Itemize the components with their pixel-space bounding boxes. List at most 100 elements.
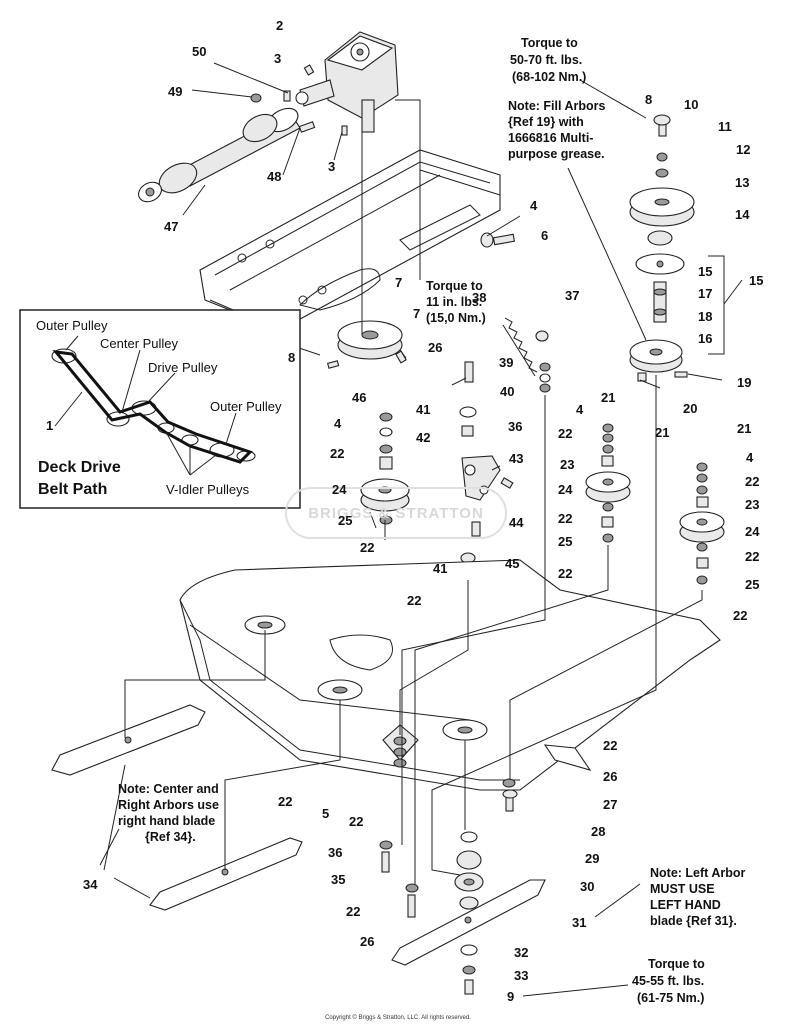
- callout: 4: [576, 402, 584, 417]
- callout: 24: [745, 524, 760, 539]
- small-hardware-49-50: [250, 64, 348, 136]
- callout: 39: [499, 355, 513, 370]
- callout: 27: [603, 797, 617, 812]
- callout: 25: [558, 534, 572, 549]
- note-torque-top-line-1: Torque to: [521, 36, 578, 50]
- callout: 43: [509, 451, 523, 466]
- callout: 36: [328, 845, 342, 860]
- callout: 32: [514, 945, 528, 960]
- note-fill-arbors-line-2: {Ref 19} with: [508, 115, 584, 129]
- callout: 38: [472, 290, 486, 305]
- callout: 22: [360, 540, 374, 555]
- callout-leaders: [99, 62, 723, 997]
- copyright-text: Copyright © Briggs & Stratton, LLC. All …: [325, 1014, 471, 1021]
- assembly-lines: [124, 99, 703, 885]
- callout: 28: [591, 824, 605, 839]
- note-torque-top-line-3: (68-102 Nm.): [512, 70, 586, 84]
- blade-34-lower: [149, 837, 303, 911]
- callout: 24: [558, 482, 573, 497]
- callout: 25: [745, 577, 759, 592]
- drive-pulley: [326, 320, 407, 369]
- callout: 37: [565, 288, 579, 303]
- callout: 21: [737, 421, 751, 436]
- callout: 12: [736, 142, 750, 157]
- callout: 7: [413, 306, 420, 321]
- drive-shaft: [138, 107, 301, 203]
- callout: 22: [558, 426, 572, 441]
- callout: 35: [331, 872, 345, 887]
- callout: 10: [684, 97, 698, 112]
- arbor-assembly: [629, 114, 695, 382]
- callout: 49: [168, 84, 182, 99]
- callout: 11: [718, 119, 732, 134]
- callout: 5: [322, 806, 329, 821]
- callout: 44: [509, 515, 524, 530]
- idler-stack-left: [360, 412, 410, 525]
- legend-belt-ref: 1: [46, 418, 53, 433]
- callout: 22: [330, 446, 344, 461]
- callout: 13: [735, 175, 749, 190]
- callout: 3: [274, 51, 281, 66]
- callout: 4: [530, 198, 538, 213]
- callout: 50: [192, 44, 206, 59]
- callout: 8: [645, 92, 652, 107]
- callout: 26: [603, 769, 617, 784]
- callout: 33: [514, 968, 528, 983]
- callout: 30: [580, 879, 594, 894]
- callout: 7: [395, 275, 402, 290]
- callout: 22: [278, 794, 292, 809]
- watermark: BRIGGS & STRATTON: [285, 487, 507, 539]
- legend-outer-pulley-right: Outer Pulley: [210, 399, 282, 414]
- note-center-right-line-2: Right Arbors use: [118, 798, 219, 812]
- callout: 9: [507, 989, 514, 1004]
- callout: 19: [737, 375, 751, 390]
- note-torque-mid-line-1: Torque to: [426, 279, 483, 293]
- callout: 24: [332, 482, 347, 497]
- callout: 22: [349, 814, 363, 829]
- callout: 26: [428, 340, 442, 355]
- note-torque-mid-line-3: (15,0 Nm.): [426, 311, 486, 325]
- callout: 22: [346, 904, 360, 919]
- callout: 14: [735, 207, 750, 222]
- bolt-4-5: [480, 232, 516, 248]
- callout: 2: [276, 18, 283, 33]
- legend-center-pulley: Center Pulley: [100, 336, 179, 351]
- callout: 16: [698, 331, 712, 346]
- callout: 18: [698, 309, 712, 324]
- note-center-right: Note: Center and Right Arbors use right …: [118, 782, 219, 844]
- legend-drive-pulley: Drive Pulley: [148, 360, 218, 375]
- callout: 25: [338, 513, 352, 528]
- callout: 3: [328, 159, 335, 174]
- blade-34-upper: [51, 704, 206, 776]
- note-torque-bottom-line-3: (61-75 Nm.): [637, 991, 704, 1005]
- belt-path-legend: Outer Pulley Center Pulley Drive Pulley …: [19, 309, 301, 509]
- callout: 15: [749, 273, 763, 288]
- callout: 22: [407, 593, 421, 608]
- callout: 22: [558, 511, 572, 526]
- note-center-right-line-4: {Ref 34}.: [145, 830, 196, 844]
- callout: 21: [655, 425, 669, 440]
- note-fill-arbors-line-3: 1666816 Multi-: [508, 131, 593, 145]
- note-left-arbor-line-4: blade {Ref 31}.: [650, 914, 737, 928]
- callout: 21: [601, 390, 615, 405]
- callout: 8: [288, 350, 295, 365]
- note-torque-top: Torque to 50-70 ft. lbs. (68-102 Nm.): [510, 36, 586, 84]
- idler-stack-right: [679, 462, 725, 585]
- callout: 22: [733, 608, 747, 623]
- callout: 4: [746, 450, 754, 465]
- callout: 22: [745, 474, 759, 489]
- callout: 46: [352, 390, 366, 405]
- callout: 23: [745, 497, 759, 512]
- mower-deck: [179, 559, 721, 791]
- note-center-right-line-3: right hand blade: [118, 814, 215, 828]
- callout: 41: [416, 402, 430, 417]
- callout: 36: [508, 419, 522, 434]
- callout: 42: [416, 430, 430, 445]
- idler-stack-mid: [585, 423, 631, 543]
- note-left-arbor-line-2: MUST USE: [650, 882, 715, 896]
- callout: 45: [505, 556, 519, 571]
- callout: 26: [360, 934, 374, 949]
- callout: 22: [603, 738, 617, 753]
- note-center-right-line-1: Note: Center and: [118, 782, 219, 796]
